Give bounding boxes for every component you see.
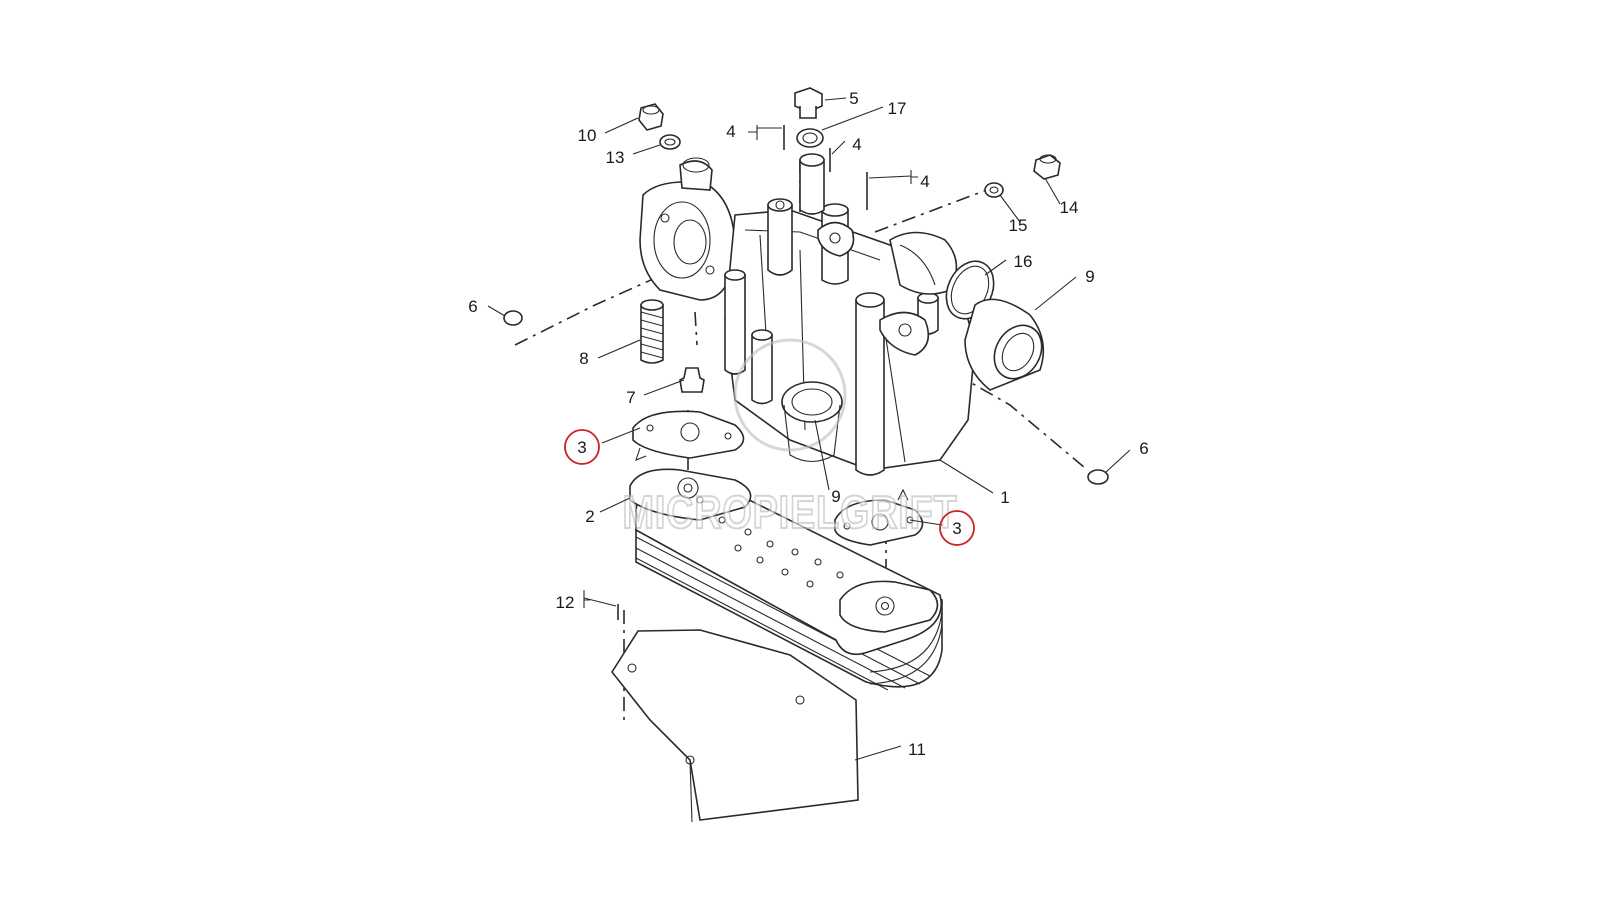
callout-6: 6 [468,297,477,316]
plug-6-left [503,310,523,326]
valve-7 [679,367,705,393]
plug-6-right [1087,469,1109,485]
callout-13: 13 [606,148,625,167]
plug-10 [638,103,664,131]
gasket-plate-11 [611,629,859,823]
callout-7: 7 [626,388,635,407]
callout-15: 15 [1009,216,1028,235]
watermark: MICROPIELGRIFT [622,338,958,539]
watermark-text: MICROPIELGRIFT [623,486,958,538]
callout-10: 10 [578,126,597,145]
callout-4: 4 [920,172,929,191]
callout-17: 17 [888,99,907,118]
callout-6: 6 [1139,439,1148,458]
highlight-circle [564,429,600,465]
callout-14: 14 [1060,198,1079,217]
callout-8: 8 [579,349,588,368]
plug-14 [1033,154,1061,180]
seal-17 [796,128,824,148]
callout-1: 1 [1000,488,1009,507]
gasket-3-upper [632,410,745,461]
sleeve [799,153,825,215]
callout-5: 5 [849,89,858,108]
spring-8 [640,299,664,364]
oil-filter-housing-1 [639,157,976,476]
callout-3: 3 [577,438,586,457]
callout-4: 4 [726,122,735,141]
pipe-fitting-9 [964,298,1045,391]
callout-9: 9 [831,487,840,506]
callout-11: 11 [908,740,926,759]
callout-highlights [564,429,975,546]
washer-13 [659,134,681,150]
plug-5 [794,87,823,119]
gasket-3-lower [834,488,924,546]
highlight-circle [939,510,975,546]
callout-4: 4 [852,135,861,154]
callout-2: 2 [585,507,594,526]
callout-12: 12 [556,593,575,612]
callout-3: 3 [952,519,961,538]
callout-16: 16 [1014,252,1033,271]
washer-15 [984,182,1004,198]
dowel-pins-4 [783,125,868,210]
oil-cooler-2 [629,468,943,691]
callout-9: 9 [1085,267,1094,286]
leader-lines [487,97,1131,761]
